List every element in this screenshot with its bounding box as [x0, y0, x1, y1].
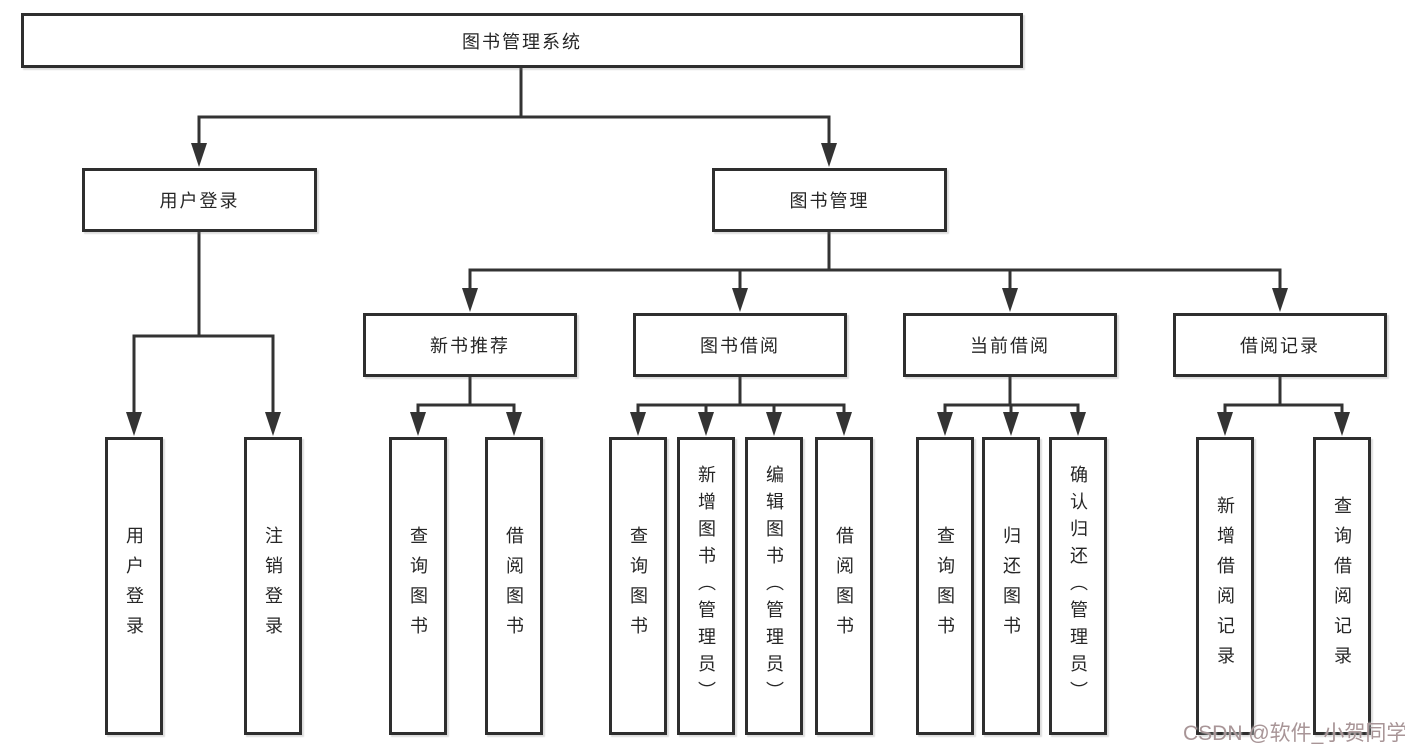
- node-new-book-recommend-label: 新书推荐: [430, 336, 510, 356]
- arrowheads: [126, 143, 1350, 436]
- leaf-return-books: 归还图书: [982, 437, 1040, 735]
- leaf-user-login-label: 用户登录: [124, 526, 144, 646]
- leaf-label: 查询图书: [935, 526, 955, 646]
- node-book-management: 图书管理: [712, 168, 947, 232]
- leaf-label: 新增图书（管理员）: [696, 464, 716, 708]
- node-current-borrow: 当前借阅: [903, 313, 1117, 377]
- leaf-edit-books-admin: 编辑图书（管理员）: [745, 437, 803, 735]
- leaf-label: 归还图书: [1001, 526, 1021, 646]
- leaf-label: 查询借阅记录: [1332, 496, 1352, 676]
- node-current-borrow-label: 当前借阅: [970, 336, 1050, 356]
- node-borrow-records-label: 借阅记录: [1240, 336, 1320, 356]
- leaf-add-books-admin: 新增图书（管理员）: [677, 437, 735, 735]
- node-user-login: 用户登录: [82, 168, 317, 232]
- node-borrow-records: 借阅记录: [1173, 313, 1387, 377]
- leaf-logout-label: 注销登录: [263, 526, 283, 646]
- node-book-borrow-label: 图书借阅: [700, 336, 780, 356]
- leaf-logout: 注销登录: [244, 437, 302, 735]
- node-new-book-recommend: 新书推荐: [363, 313, 577, 377]
- leaf-label: 新增借阅记录: [1215, 496, 1235, 676]
- csdn-watermark: CSDN @软件_小贺同学: [1183, 722, 1405, 745]
- leaf-borrow-books: 借阅图书: [815, 437, 873, 735]
- leaf-label: 编辑图书（管理员）: [764, 464, 784, 708]
- root-node-library-system: 图书管理系统: [21, 13, 1023, 68]
- node-book-borrow: 图书借阅: [633, 313, 847, 377]
- leaf-label: 借阅图书: [834, 526, 854, 646]
- leaf-label: 借阅图书: [504, 526, 524, 646]
- leaf-label: 确认归还（管理员）: [1068, 464, 1088, 708]
- leaf-query-books-borrow: 查询图书: [609, 437, 667, 735]
- leaf-label: 查询图书: [408, 526, 428, 646]
- leaf-query-borrow-record: 查询借阅记录: [1313, 437, 1371, 735]
- root-node-label: 图书管理系统: [462, 31, 582, 52]
- leaf-user-login: 用户登录: [105, 437, 163, 735]
- leaf-query-books-current: 查询图书: [916, 437, 974, 735]
- node-book-management-label: 图书管理: [789, 191, 870, 211]
- leaf-confirm-return-admin: 确认归还（管理员）: [1049, 437, 1107, 735]
- leaf-add-borrow-record: 新增借阅记录: [1196, 437, 1254, 735]
- leaf-query-books-recommend: 查询图书: [389, 437, 447, 735]
- node-user-login-label: 用户登录: [159, 191, 240, 211]
- leaf-borrow-books-recommend: 借阅图书: [485, 437, 543, 735]
- leaf-label: 查询图书: [628, 526, 648, 646]
